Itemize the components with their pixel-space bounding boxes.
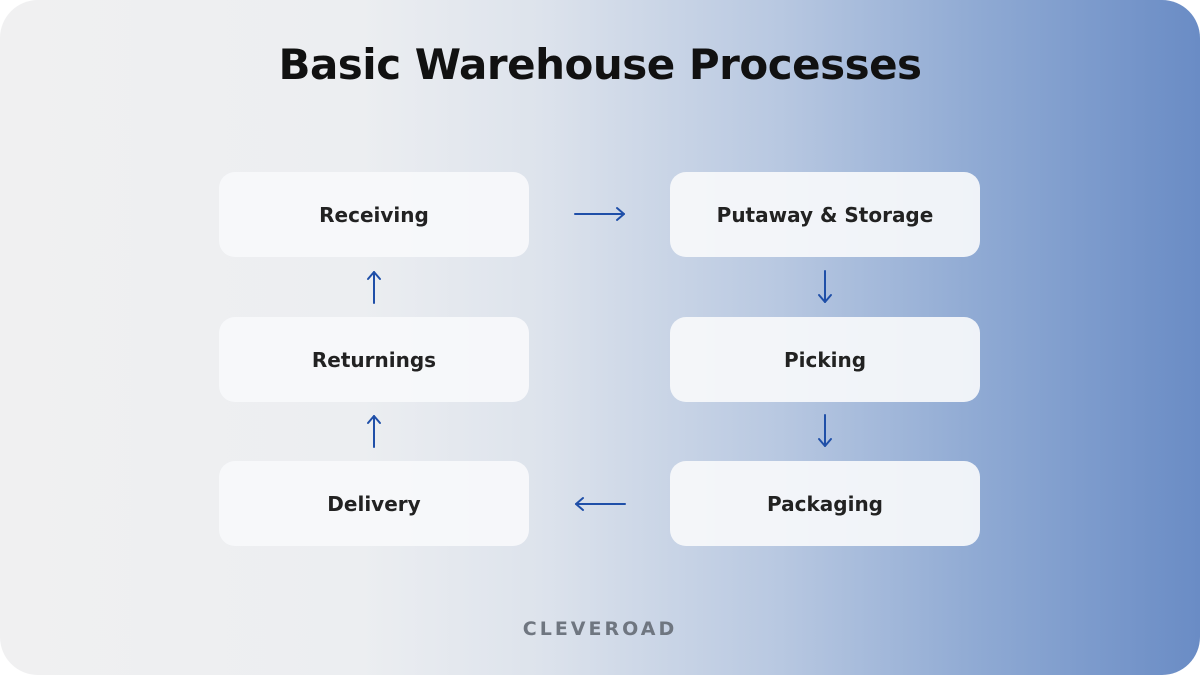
step-label: Returnings	[311, 347, 437, 372]
arrow-up-icon	[367, 271, 381, 304]
step-packaging: Packaging	[670, 461, 980, 546]
arrow-up-icon	[367, 415, 381, 448]
step-returnings: Returnings	[219, 317, 529, 402]
arrow-down-icon	[818, 414, 832, 447]
step-label: Putaway & Storage	[716, 202, 934, 227]
arrow-down-icon	[818, 270, 832, 303]
step-delivery: Delivery	[219, 461, 529, 546]
step-putaway-storage: Putaway & Storage	[670, 172, 980, 257]
step-receiving: Receiving	[219, 172, 529, 257]
brand-logo: CLEVEROAD	[522, 618, 678, 640]
arrow-right-icon	[574, 207, 625, 221]
step-label: Receiving	[319, 202, 429, 227]
step-picking: Picking	[670, 317, 980, 402]
step-label: Delivery	[327, 491, 421, 516]
step-label: Picking	[783, 347, 867, 372]
diagram-title: Basic Warehouse Processes	[278, 40, 922, 89]
arrow-left-icon	[575, 497, 626, 511]
step-label: Packaging	[767, 491, 883, 516]
